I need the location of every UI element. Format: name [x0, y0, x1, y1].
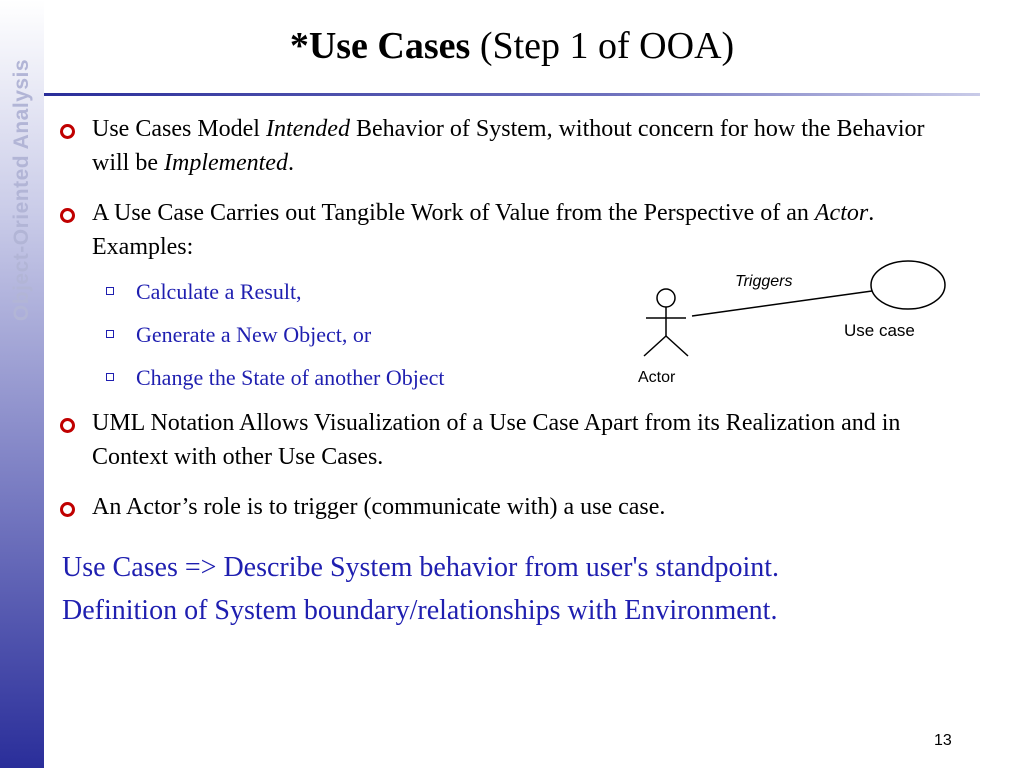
bullet-1-text-a: Use Cases Model [92, 116, 266, 142]
bullet-2: A Use Case Carries out Tangible Work of … [60, 196, 960, 264]
bullet-1-text-b: Behavior of System, without concern for … [92, 116, 925, 176]
square-bullet-icon [106, 373, 114, 381]
bullet-4: An Actor’s role is to trigger (communica… [60, 490, 960, 524]
summary-line-1: Use Cases => Describe System behavior fr… [62, 552, 780, 583]
title-underline [44, 93, 980, 96]
use-case-label: Use case [844, 321, 915, 340]
bullet-marker-icon [60, 418, 75, 433]
square-bullet-icon [106, 287, 114, 295]
example-item-3: Change the State of another Object [106, 363, 445, 393]
bullet-marker-icon [60, 124, 75, 139]
slide-title: *Use Cases (Step 1 of OOA) [44, 22, 980, 70]
actor-figure-icon [643, 288, 689, 357]
bullet-1-italic-b: Implemented [164, 150, 288, 176]
use-case-diagram: Triggers Use case Actor [638, 260, 946, 386]
bullet-1-italic-a: Intended [265, 116, 350, 142]
title-bold: *Use Cases [289, 25, 471, 67]
bullet-3: UML Notation Allows Visualization of a U… [60, 406, 960, 474]
example-item-1: Calculate a Result, [106, 277, 302, 307]
page-number: 13 [934, 732, 952, 749]
bullet-1: Use Cases Model Intended Behavior of Sys… [60, 112, 960, 180]
example-item-2: Generate a New Object, or [106, 320, 371, 350]
title-rest: (Step 1 of OOA) [470, 25, 735, 67]
actor-label: Actor [638, 369, 676, 386]
square-bullet-icon [106, 330, 114, 338]
bullet-2-text-a: A Use Case Carries out Tangible Work of … [92, 200, 815, 226]
association-label: Triggers [735, 273, 793, 290]
bullet-1-text-c: . [287, 150, 294, 176]
bullet-marker-icon [60, 208, 75, 223]
bullet-2-italic: Actor [814, 200, 869, 226]
bullet-marker-icon [60, 502, 75, 517]
summary-line-2: Definition of System boundary/relationsh… [62, 595, 778, 626]
sidebar-label: Object-Oriented Analysis [10, 58, 33, 322]
bullet-2-text-b: . Examples: [92, 200, 875, 260]
sidebar-band: Object-Oriented Analysis [0, 0, 44, 768]
use-case-ellipse [870, 260, 946, 310]
association-line [691, 290, 873, 317]
